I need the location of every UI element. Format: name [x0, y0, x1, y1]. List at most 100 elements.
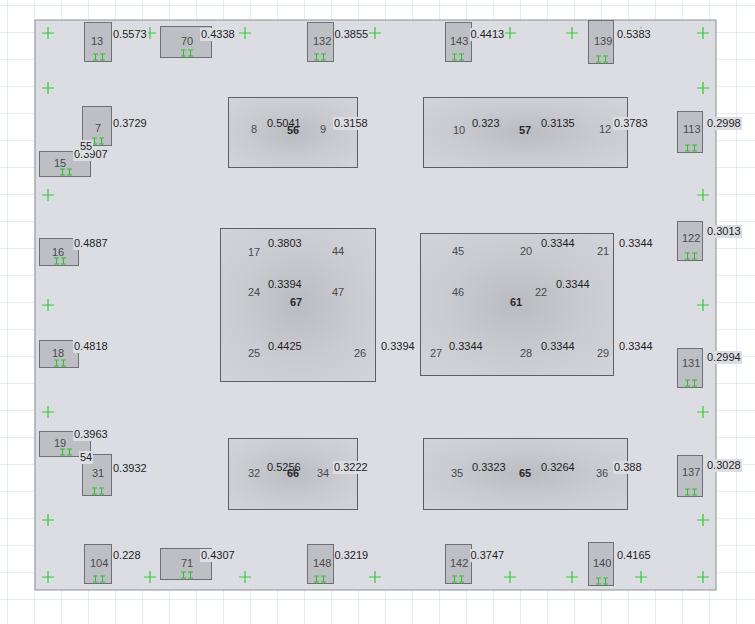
column-id: 44 — [331, 245, 345, 258]
stress-ratio: 0.3747 — [470, 549, 506, 562]
stress-ratio: 0.4165 — [616, 549, 652, 562]
column-id: 26 — [353, 347, 367, 360]
column-symbol-lines — [181, 572, 193, 578]
column-id: 131 — [681, 357, 701, 370]
column-id: 29 — [596, 347, 610, 360]
stress-ratio: 0.4338 — [200, 28, 236, 41]
column-box: 1220.3013 — [677, 221, 703, 261]
column-id: 28 — [519, 347, 533, 360]
group-id: 57 — [518, 124, 532, 137]
stress-ratio: 0.4818 — [73, 340, 109, 353]
column-id: 137 — [681, 466, 701, 479]
column-box: 130.5573 — [84, 22, 112, 62]
column-id: 139 — [593, 35, 613, 48]
column-box: 180.4818 — [39, 340, 79, 368]
column-id: 132 — [312, 35, 332, 48]
stress-ratio: 0.3344 — [618, 340, 654, 353]
wall-group-box: 320.525666340.3222 — [228, 438, 358, 510]
column-id: 20 — [519, 245, 533, 258]
column-symbol-lines — [452, 54, 464, 60]
column-box: 160.4887 — [39, 238, 79, 266]
column-id: 122 — [681, 232, 701, 245]
wall-group-box: 170.380344240.33946747250.4425260.3394 — [220, 228, 376, 382]
column-id: 15 — [53, 157, 67, 170]
column-box: 1420.3747 — [445, 544, 472, 584]
stress-ratio: 0.3344 — [448, 340, 484, 353]
column-id: 18 — [51, 347, 65, 360]
stress-ratio: 0.3932 — [112, 462, 148, 475]
column-id: 7 — [94, 122, 102, 135]
stress-ratio: 0.323 — [471, 117, 501, 130]
stress-ratio: 0.3323 — [471, 461, 507, 474]
column-symbol-lines — [60, 169, 72, 175]
column-id: 16 — [51, 246, 65, 259]
stress-ratio: 0.4425 — [267, 340, 303, 353]
column-id: 34 — [316, 467, 330, 480]
column-symbol-lines — [685, 489, 697, 495]
column-id: 32 — [247, 467, 261, 480]
column-symbol-lines — [92, 138, 104, 144]
column-id: 12 — [598, 123, 612, 136]
column-id: 71 — [180, 557, 194, 570]
column-id: 31 — [91, 467, 105, 480]
stress-ratio: 0.3729 — [112, 117, 148, 130]
group-id: 67 — [289, 296, 303, 309]
column-symbol-lines — [181, 50, 193, 56]
mesh-crosses — [42, 27, 709, 583]
column-id: 22 — [534, 286, 548, 299]
slab — [35, 20, 716, 590]
column-box: 1400.4165 — [588, 542, 614, 586]
callout-number: 55 — [79, 140, 93, 153]
column-symbol-lines — [685, 253, 697, 259]
column-symbol-lines — [92, 488, 104, 494]
column-id: 142 — [449, 557, 469, 570]
stress-ratio: 0.3264 — [540, 461, 576, 474]
stress-ratio: 0.3394 — [267, 278, 303, 291]
stress-ratio: 0.3013 — [706, 225, 742, 238]
column-id: 47 — [331, 286, 345, 299]
column-id: 24 — [247, 286, 261, 299]
group-id: 61 — [509, 296, 523, 309]
group-id: 65 — [518, 467, 532, 480]
column-box: 1370.3028 — [677, 455, 703, 497]
stress-ratio: 0.3028 — [706, 459, 742, 472]
column-symbol-lines — [685, 145, 697, 151]
stress-ratio: 0.3158 — [333, 117, 369, 130]
column-symbol-lines — [54, 258, 66, 264]
stress-ratio: 0.2994 — [706, 351, 742, 364]
stress-ratio: 0.3344 — [540, 340, 576, 353]
stress-ratio: 0.5573 — [112, 28, 148, 41]
column-id: 8 — [250, 123, 258, 136]
column-id: 113 — [682, 123, 702, 136]
stress-ratio: 0.3222 — [333, 461, 369, 474]
stress-ratio: 0.3855 — [334, 28, 370, 41]
stress-ratio: 0.4413 — [470, 28, 506, 41]
column-box: 150.3907 — [39, 151, 91, 177]
column-id: 148 — [312, 557, 332, 570]
column-symbol-lines — [452, 576, 464, 582]
stress-ratio: 0.3344 — [555, 278, 591, 291]
column-box: 1320.3855 — [307, 22, 334, 62]
column-symbol-lines — [314, 576, 326, 582]
stress-ratio: 0.3344 — [540, 237, 576, 250]
column-box: 1430.4413 — [445, 22, 472, 62]
column-id: 10 — [452, 124, 466, 137]
column-id: 46 — [451, 286, 465, 299]
stress-ratio: 0.3963 — [73, 428, 109, 441]
stress-ratio: 0.388 — [613, 461, 643, 474]
wall-group-box: 80.50415690.3158 — [228, 97, 358, 168]
stress-ratio: 0.3394 — [380, 340, 416, 353]
group-id: 56 — [286, 124, 300, 137]
stress-ratio: 0.4887 — [73, 237, 109, 250]
stress-ratio: 0.3783 — [613, 117, 649, 130]
column-box: 1130.2998 — [677, 111, 703, 153]
wall-group-box: 100.323570.3135120.3783 — [423, 97, 628, 168]
stress-ratio: 0.3135 — [540, 117, 576, 130]
column-box: 700.4338 — [160, 26, 212, 58]
column-id: 19 — [53, 437, 67, 450]
column-id: 35 — [450, 467, 464, 480]
column-box: 1390.5383 — [588, 20, 614, 64]
